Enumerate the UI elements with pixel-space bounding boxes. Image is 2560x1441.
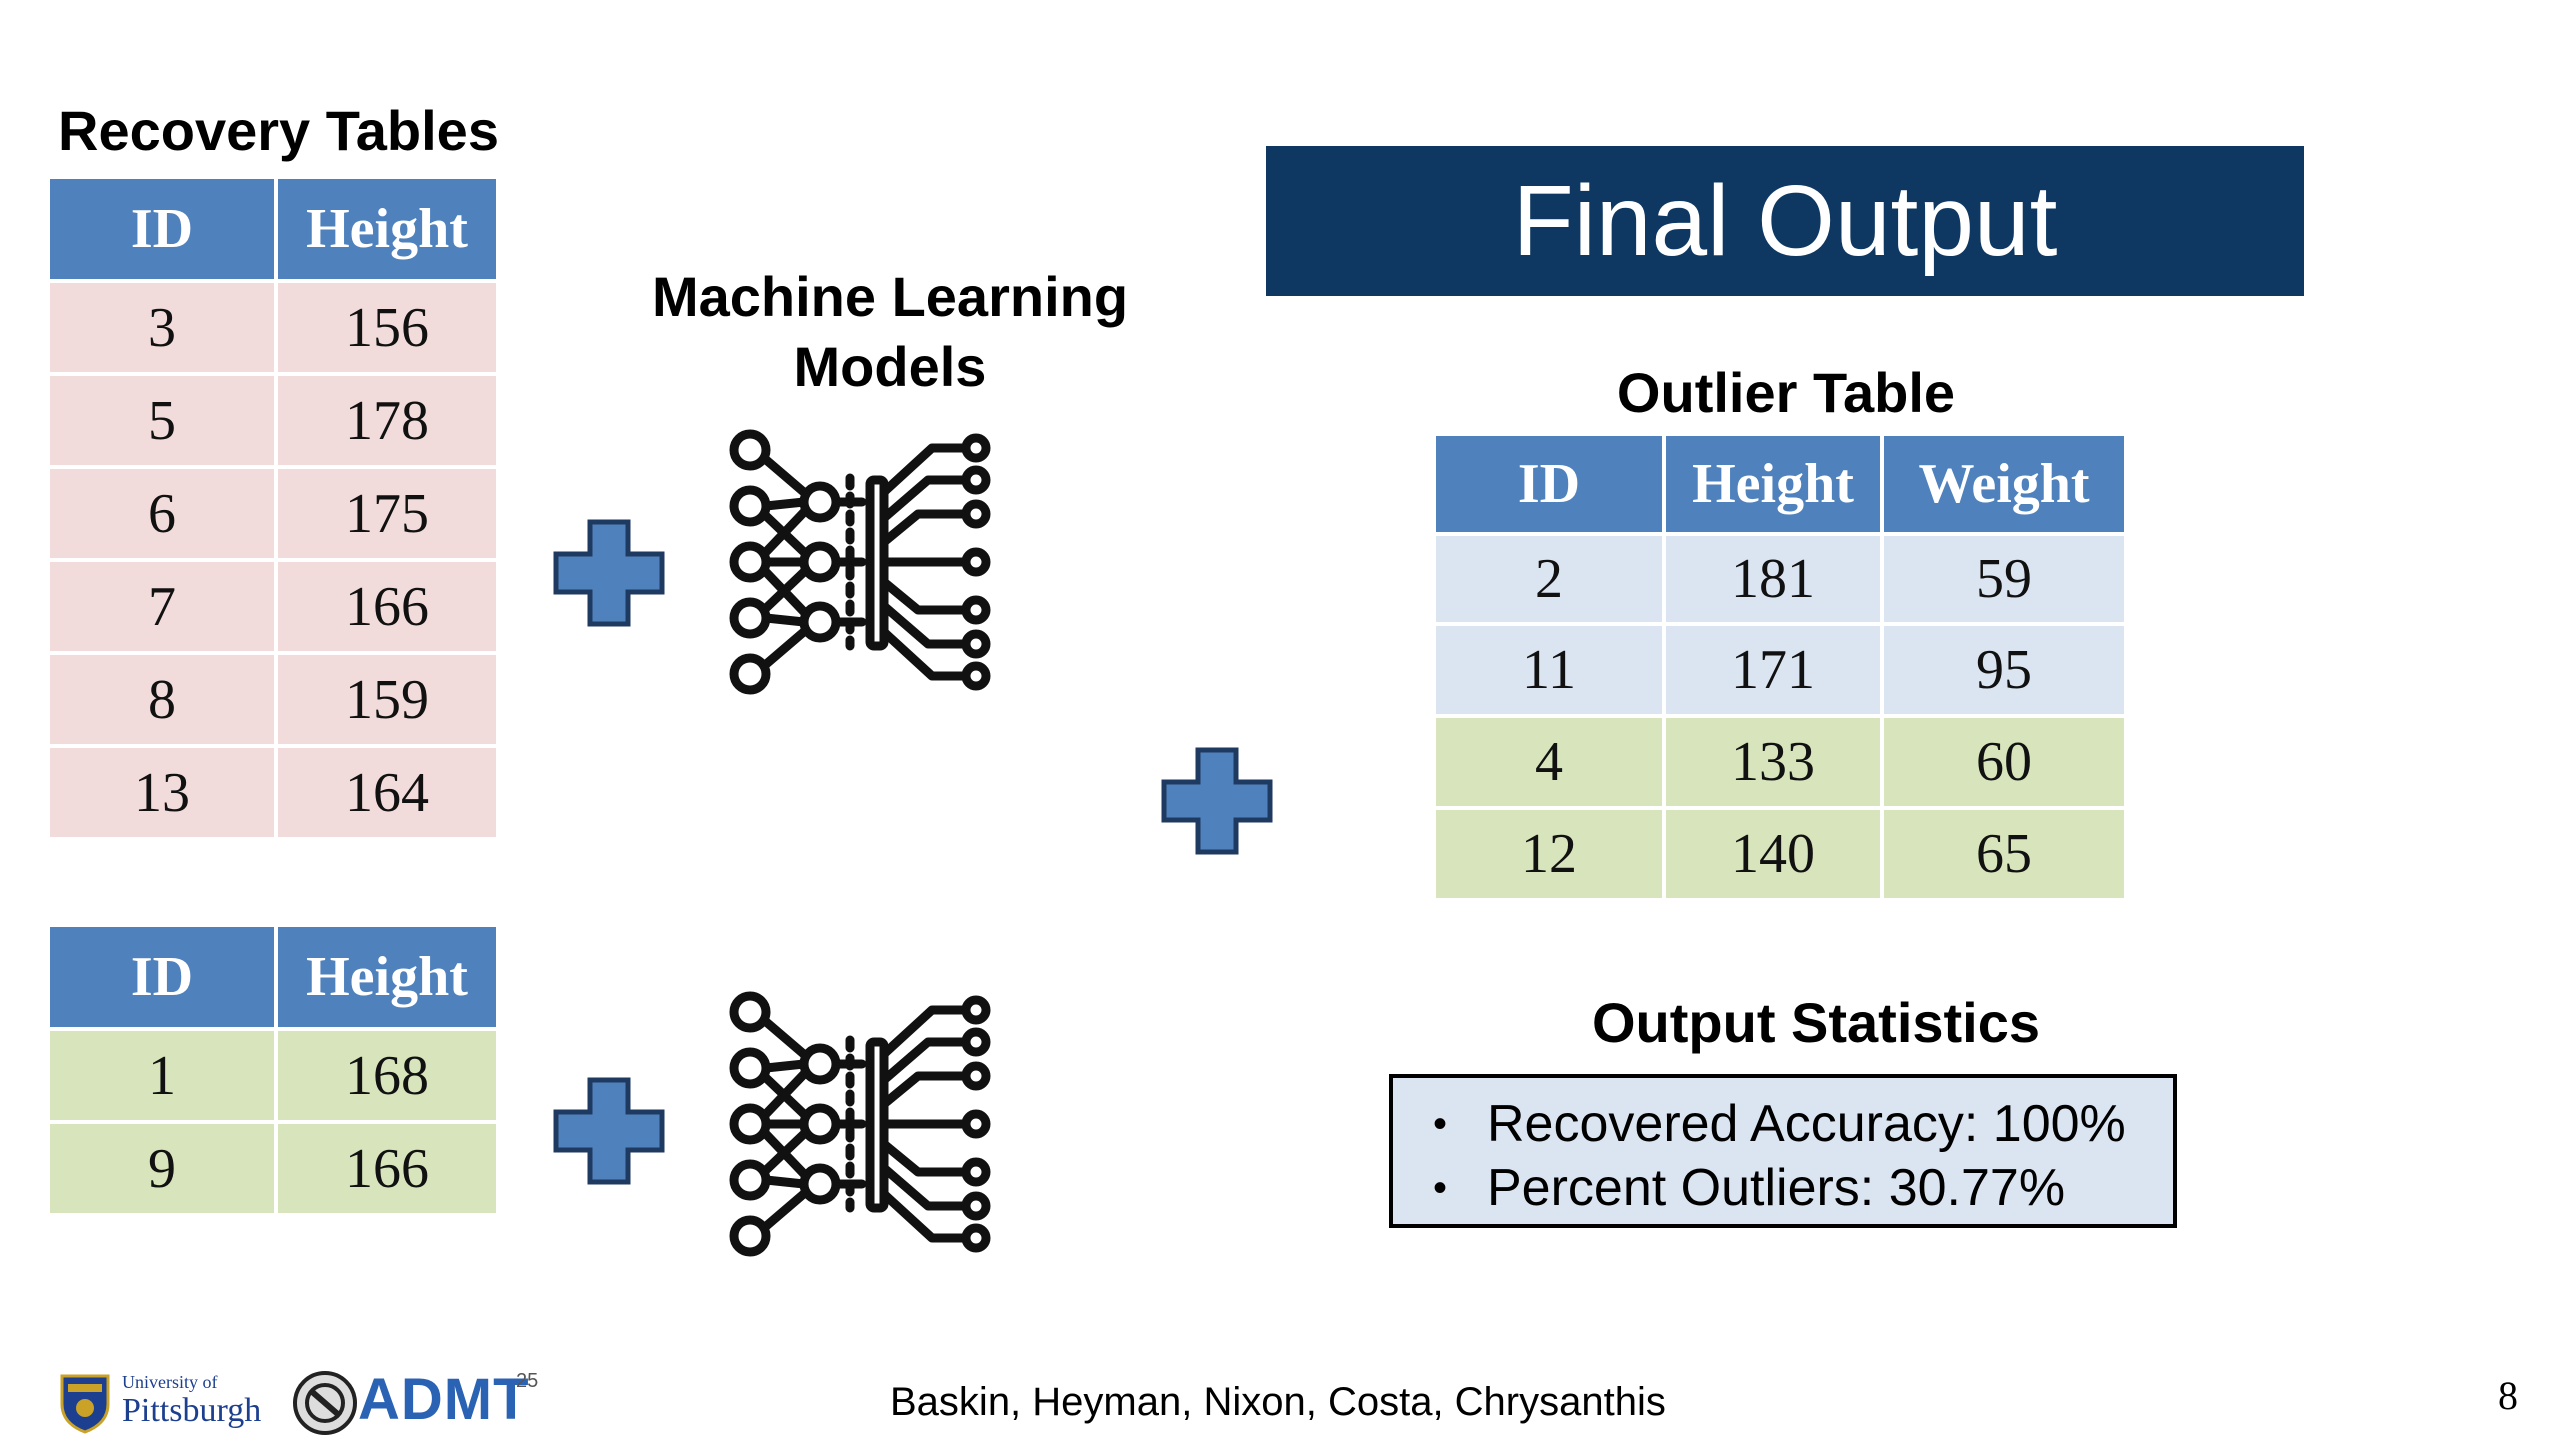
cell-id: 8 <box>48 653 276 746</box>
table-row: 9 166 <box>48 1122 498 1215</box>
cell-height: 166 <box>276 560 498 653</box>
percent-outliers: Percent Outliers: 30.77% <box>1487 1159 2066 1217</box>
bullet: • <box>1432 1101 1447 1146</box>
output-statistics-box: • Recovered Accuracy: 100% • Percent Out… <box>1389 1074 2177 1228</box>
table-header-id: ID <box>1434 434 1664 534</box>
cell-height: 156 <box>276 281 498 374</box>
recovery-table-1: ID Height 3 156 5 178 6 175 7 166 8 159 … <box>48 177 498 839</box>
cell-height: 159 <box>276 653 498 746</box>
page-number: 8 <box>2498 1373 2518 1418</box>
bullet: • <box>1432 1165 1447 1210</box>
admt-wordmark: ADMT <box>358 1367 530 1432</box>
cell-height: 166 <box>276 1122 498 1215</box>
table-header-height: Height <box>276 177 498 281</box>
table-row: 13 164 <box>48 746 498 839</box>
cell-id: 13 <box>48 746 276 839</box>
admt-logo: ADMT 25 <box>292 1367 552 1436</box>
cell-id: 3 <box>48 281 276 374</box>
recovery-table-2: ID Height 1 168 9 166 <box>48 925 498 1215</box>
plus-icon <box>553 519 665 627</box>
table-row: 1 168 <box>48 1029 498 1122</box>
cell-id: 6 <box>48 467 276 560</box>
cell-id: 1 <box>48 1029 276 1122</box>
table-row: 6 175 <box>48 467 498 560</box>
list-item: • Percent Outliers: 30.77% <box>1393 1156 2173 1220</box>
table-row: 11 171 95 <box>1434 624 2126 716</box>
cell-id: 12 <box>1434 808 1664 900</box>
cell-id: 5 <box>48 374 276 467</box>
cell-height: 178 <box>276 374 498 467</box>
table-row: 5 178 <box>48 374 498 467</box>
cell-id: 4 <box>1434 716 1664 808</box>
cell-weight: 60 <box>1882 716 2126 808</box>
plus-icon <box>553 1077 665 1185</box>
cell-height: 133 <box>1664 716 1882 808</box>
plus-icon <box>1161 747 1273 855</box>
table-header-id: ID <box>48 177 276 281</box>
pitt-line1: University of <box>122 1372 218 1392</box>
pitt-line2: Pittsburgh <box>122 1392 262 1429</box>
output-statistics-title: Output Statistics <box>1591 991 2041 1054</box>
table-header-id: ID <box>48 925 276 1029</box>
table-row: 7 166 <box>48 560 498 653</box>
recovered-accuracy: Recovered Accuracy: 100% <box>1487 1095 2126 1153</box>
ml-models-title-line1: Machine Learning <box>651 265 1129 328</box>
outlier-table-title: Outlier Table <box>1616 361 1956 424</box>
table-row: 12 140 65 <box>1434 808 2126 900</box>
list-item: • Recovered Accuracy: 100% <box>1393 1092 2173 1156</box>
cell-id: 2 <box>1434 534 1664 624</box>
table-row: 4 133 60 <box>1434 716 2126 808</box>
cell-height: 181 <box>1664 534 1882 624</box>
cell-height: 140 <box>1664 808 1882 900</box>
footer-authors: Baskin, Heyman, Nixon, Costa, Chrysanthi… <box>890 1380 1666 1424</box>
table-header-height: Height <box>276 925 498 1029</box>
ml-models-title: Machine Learning Models <box>620 262 1160 402</box>
cell-weight: 95 <box>1882 624 2126 716</box>
admt-25-mark: 25 <box>516 1370 539 1392</box>
neural-network-icon <box>729 429 991 695</box>
pitt-shield-icon <box>60 1374 110 1434</box>
cell-id: 11 <box>1434 624 1664 716</box>
final-output-banner: Final Output <box>1266 146 2304 296</box>
table-row: 8 159 <box>48 653 498 746</box>
cell-weight: 65 <box>1882 808 2126 900</box>
table-row: 2 181 59 <box>1434 534 2126 624</box>
table-header-height: Height <box>1664 434 1882 534</box>
cell-id: 7 <box>48 560 276 653</box>
admt-emblem-icon <box>293 1371 357 1435</box>
recovery-tables-title: Recovery Tables <box>58 99 499 162</box>
cell-id: 9 <box>48 1122 276 1215</box>
cell-height: 164 <box>276 746 498 839</box>
ml-models-title-line2: Models <box>793 335 987 398</box>
cell-weight: 59 <box>1882 534 2126 624</box>
cell-height: 168 <box>276 1029 498 1122</box>
outlier-table: ID Height Weight 2 181 59 11 171 95 4 13… <box>1434 434 2126 900</box>
cell-height: 175 <box>276 467 498 560</box>
neural-network-icon <box>729 991 991 1257</box>
table-row: 3 156 <box>48 281 498 374</box>
table-header-weight: Weight <box>1882 434 2126 534</box>
cell-height: 171 <box>1664 624 1882 716</box>
pitt-logo: University of Pittsburgh <box>58 1370 268 1434</box>
